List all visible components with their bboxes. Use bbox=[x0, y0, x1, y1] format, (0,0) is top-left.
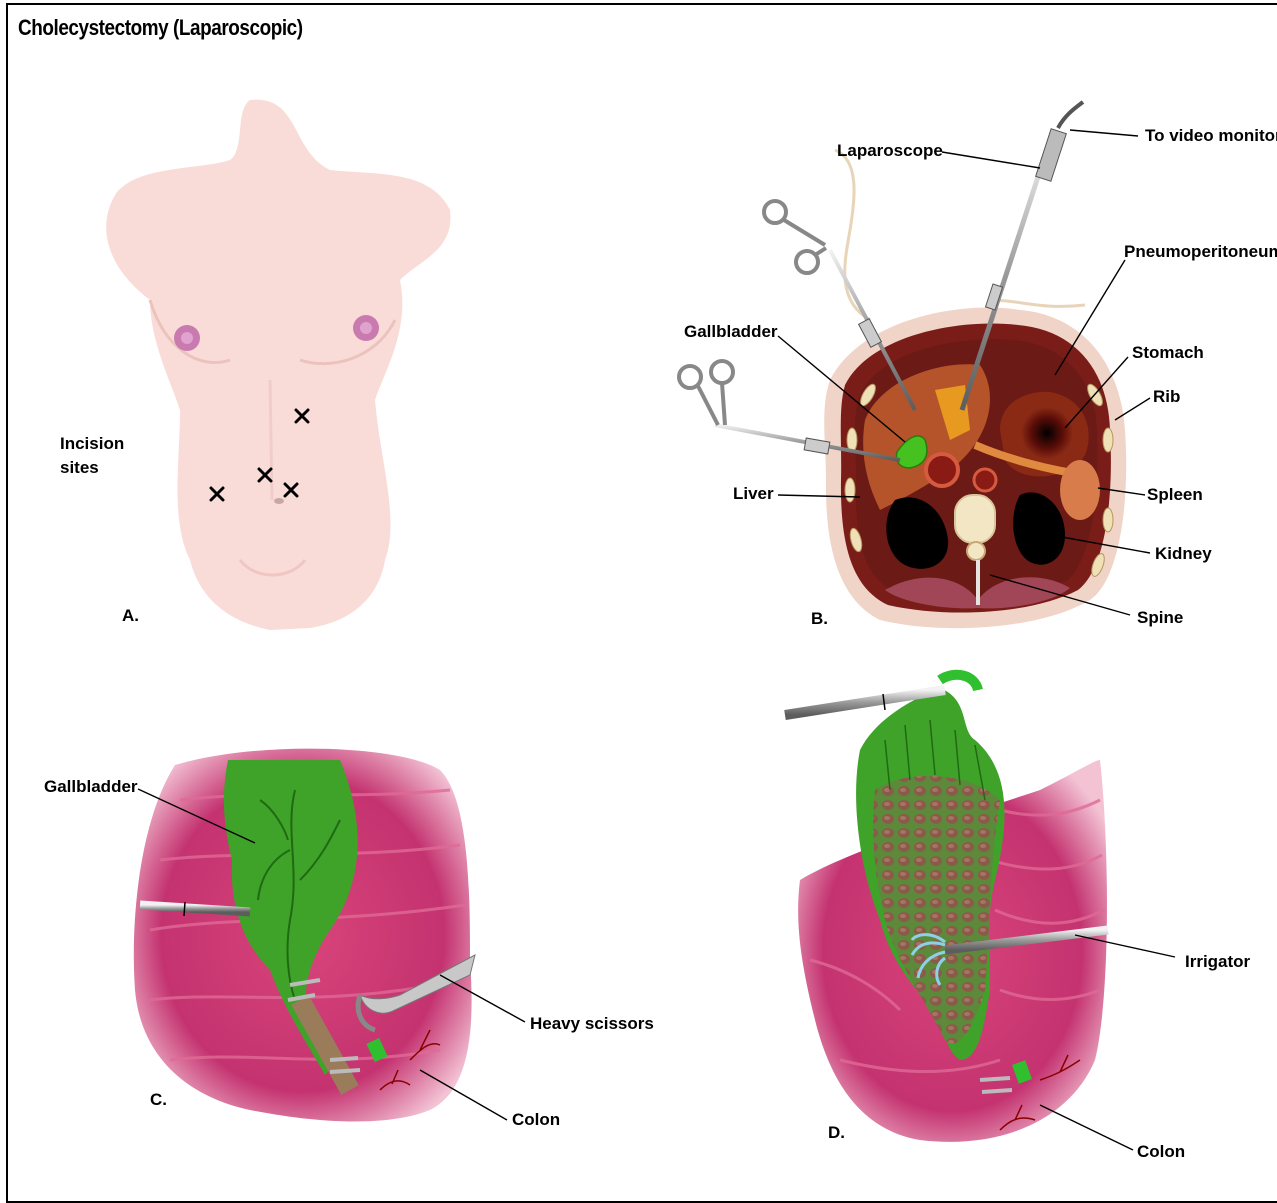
incision-label-line2: sites bbox=[60, 458, 99, 477]
label-pneumoperitoneum: Pneumoperitoneum bbox=[1124, 242, 1277, 261]
panel-d-letter: D. bbox=[828, 1123, 845, 1142]
label-spleen: Spleen bbox=[1147, 485, 1203, 504]
panel-d-illustration bbox=[785, 675, 1108, 1142]
label-colon-d: Colon bbox=[1137, 1142, 1185, 1161]
panel-b-letter: B. bbox=[811, 609, 828, 628]
label-gallbladder-b: Gallbladder bbox=[684, 322, 778, 341]
panel-a-letter: A. bbox=[122, 606, 139, 625]
panel-c-illustration bbox=[134, 749, 475, 1122]
label-liver: Liver bbox=[733, 484, 774, 503]
cross-section bbox=[824, 308, 1126, 629]
label-colon-c: Colon bbox=[512, 1110, 560, 1129]
panel-c-letter: C. bbox=[150, 1090, 167, 1109]
label-video-monitor: To video monitor bbox=[1145, 126, 1277, 145]
torso-illustration bbox=[106, 100, 450, 630]
incision-label-line1: Incision bbox=[60, 434, 124, 453]
label-irrigator: Irrigator bbox=[1185, 952, 1251, 971]
label-rib: Rib bbox=[1153, 387, 1180, 406]
label-laparoscope: Laparoscope bbox=[837, 141, 943, 160]
label-stomach: Stomach bbox=[1132, 343, 1204, 362]
label-kidney: Kidney bbox=[1155, 544, 1212, 563]
label-gallbladder-c: Gallbladder bbox=[44, 777, 138, 796]
label-heavy-scissors: Heavy scissors bbox=[530, 1014, 654, 1033]
label-spine: Spine bbox=[1137, 608, 1183, 627]
